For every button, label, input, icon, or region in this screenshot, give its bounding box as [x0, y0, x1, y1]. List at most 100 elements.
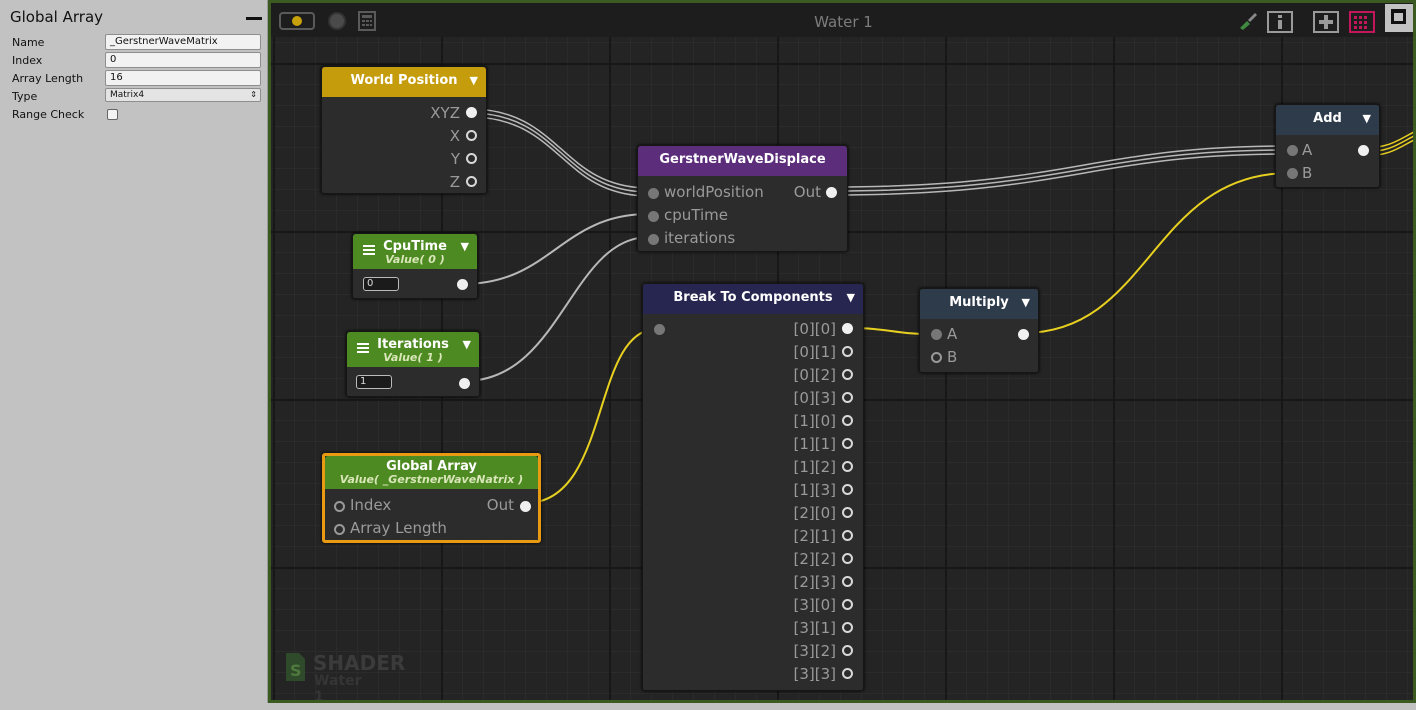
break-output-port[interactable]: [842, 323, 853, 334]
break-output-label: [0][2]: [793, 366, 837, 384]
break-output-port[interactable]: [842, 553, 853, 564]
chevron-down-icon[interactable]: ▼: [460, 240, 469, 253]
index-property: Index 0: [12, 52, 262, 70]
matrix-input-port[interactable]: [654, 324, 665, 335]
type-property: Type Matrix4 ⇕: [12, 88, 262, 106]
maximize-button[interactable]: [1385, 4, 1413, 32]
bottom-status-strip: [0, 703, 1416, 710]
break-output-port[interactable]: [842, 484, 853, 495]
world-position-header[interactable]: World Position ▼: [322, 67, 486, 97]
global-array-header[interactable]: Global Array Value( _GerstnerWaveNatrix …: [325, 456, 538, 489]
index-field[interactable]: 0: [105, 52, 261, 68]
break-output-port[interactable]: [842, 622, 853, 633]
cputime-header[interactable]: CpuTime Value( 0 ) ▼: [353, 234, 477, 269]
name-field[interactable]: _GerstnerWaveMatrix: [105, 34, 261, 50]
break-output-port[interactable]: [842, 369, 853, 380]
grid-toggle-icon[interactable]: [1349, 11, 1375, 33]
cputime-node[interactable]: CpuTime Value( 0 ) ▼ 0: [352, 233, 478, 299]
output-port-y[interactable]: [466, 153, 477, 164]
connection-wires: [462, 108, 1413, 504]
break-output-port[interactable]: [842, 530, 853, 541]
range-check-checkbox[interactable]: [107, 109, 118, 120]
type-select[interactable]: Matrix4 ⇕: [105, 88, 261, 102]
add-input-label-b: B: [1302, 164, 1313, 182]
shader-watermark: S SHADER Water 1: [283, 651, 405, 700]
add-header[interactable]: Add ▼: [1276, 105, 1379, 135]
output-port-z[interactable]: [466, 176, 477, 187]
minimize-icon[interactable]: [246, 17, 262, 20]
cputime-input-label: cpuTime: [664, 206, 728, 224]
hamburger-icon: [357, 343, 369, 353]
break-output-label: [0][0]: [793, 320, 837, 338]
multiply-input-port-b[interactable]: [931, 352, 942, 363]
hamburger-icon: [363, 245, 375, 255]
multiply-input-port-a[interactable]: [931, 329, 942, 340]
global-array-node[interactable]: Global Array Value( _GerstnerWaveNatrix …: [322, 453, 541, 543]
global-array-output-port[interactable]: [520, 501, 531, 512]
break-to-components-node[interactable]: Break To Components ▼ [0][0][0][1][0][2]…: [642, 283, 864, 691]
chevron-down-icon[interactable]: ▼: [846, 291, 855, 304]
output-port-xyz[interactable]: [466, 107, 477, 118]
break-output-port[interactable]: [842, 415, 853, 426]
gerstner-output-port[interactable]: [826, 187, 837, 198]
type-select-value: Matrix4: [110, 90, 145, 100]
array-length-input-label: Array Length: [350, 519, 447, 537]
add-input-port-a[interactable]: [1287, 145, 1298, 156]
chevron-down-icon[interactable]: ▼: [1021, 296, 1030, 309]
iterations-input-port[interactable]: [648, 234, 659, 245]
break-output-label: [2][2]: [793, 550, 837, 568]
array-length-field[interactable]: 16: [105, 70, 261, 86]
add-node[interactable]: Add ▼ A B: [1275, 104, 1380, 188]
iterations-value-field[interactable]: 1: [356, 375, 392, 389]
watermark-subtitle: Water 1: [314, 673, 362, 703]
break-output-label: [2][0]: [793, 504, 837, 522]
chevron-down-icon[interactable]: ▼: [1362, 112, 1371, 125]
break-output-port[interactable]: [842, 392, 853, 403]
chevron-down-icon[interactable]: ▼: [462, 338, 471, 351]
array-length-input-port[interactable]: [334, 524, 345, 535]
gerstner-header[interactable]: GerstnerWaveDisplace: [638, 146, 847, 176]
iterations-output-port[interactable]: [459, 378, 470, 389]
info-icon[interactable]: [1267, 11, 1293, 33]
graph-canvas[interactable]: Water 1: [268, 0, 1416, 703]
add-output-port[interactable]: [1358, 145, 1369, 156]
break-output-label: [1][2]: [793, 458, 837, 476]
multiply-header[interactable]: Multiply ▼: [920, 289, 1038, 319]
break-output-port[interactable]: [842, 461, 853, 472]
world-position-title: World Position: [350, 73, 458, 88]
gerstner-wave-displace-node[interactable]: GerstnerWaveDisplace worldPosition cpuTi…: [637, 145, 848, 252]
node-properties-panel: Global Array Name _GerstnerWaveMatrix In…: [0, 0, 268, 703]
clean-brush-icon[interactable]: [1237, 11, 1259, 31]
index-input-port[interactable]: [334, 501, 345, 512]
output-port-x[interactable]: [466, 130, 477, 141]
multiply-output-port[interactable]: [1018, 329, 1029, 340]
canvas-toolbar: Water 1: [271, 3, 1413, 37]
break-output-port[interactable]: [842, 438, 853, 449]
live-preview-icon[interactable]: [279, 11, 315, 31]
cputime-subtitle: Value( 0 ): [385, 253, 445, 266]
break-header[interactable]: Break To Components ▼: [643, 284, 863, 314]
cputime-output-port[interactable]: [457, 279, 468, 290]
iterations-header[interactable]: Iterations Value( 1 ) ▼: [347, 332, 479, 367]
break-output-port[interactable]: [842, 507, 853, 518]
world-position-node[interactable]: World Position ▼ XYZ X Y Z: [321, 66, 487, 194]
record-icon[interactable]: [327, 11, 347, 31]
multiply-node[interactable]: Multiply ▼ A B: [919, 288, 1039, 373]
break-output-port[interactable]: [842, 668, 853, 679]
break-output-port[interactable]: [842, 599, 853, 610]
iterations-node[interactable]: Iterations Value( 1 ) ▼ 1: [346, 331, 480, 397]
cputime-input-port[interactable]: [648, 211, 659, 222]
cputime-value-field[interactable]: 0: [363, 277, 399, 291]
array-length-label: Array Length: [12, 72, 84, 85]
break-output-port[interactable]: [842, 645, 853, 656]
add-input-port-b[interactable]: [1287, 168, 1298, 179]
break-output-port[interactable]: [842, 576, 853, 587]
range-check-property: Range Check: [12, 106, 262, 124]
calculator-icon[interactable]: [357, 11, 377, 31]
multiply-input-label-b: B: [947, 348, 958, 366]
world-position-input-port[interactable]: [648, 188, 659, 199]
add-node-icon[interactable]: [1313, 11, 1339, 33]
type-label: Type: [12, 90, 38, 103]
chevron-down-icon[interactable]: ▼: [469, 74, 478, 87]
break-output-port[interactable]: [842, 346, 853, 357]
